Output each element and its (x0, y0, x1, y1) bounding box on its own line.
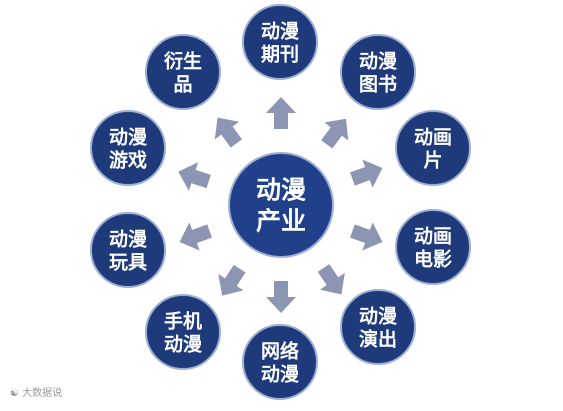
node-label-line: 动漫 (109, 126, 148, 148)
center-label-line: 产业 (256, 207, 306, 236)
arrow-toys (179, 222, 212, 251)
node-label-line: 游戏 (109, 148, 147, 171)
arrow-performance (317, 264, 345, 295)
node-label-line: 动漫 (261, 20, 300, 42)
node-label-line: 演出 (359, 327, 397, 350)
node-label-line: 衍生 (163, 49, 202, 72)
node-label-line: 动画 (414, 126, 452, 148)
center-label-line: 动漫 (256, 176, 306, 205)
node-label-line: 手机 (164, 309, 202, 332)
node-circle (145, 34, 221, 110)
arrow-derivatives (214, 117, 242, 148)
node-circle (145, 294, 221, 370)
node-label-line: 玩具 (109, 251, 147, 273)
arrow-games (178, 162, 211, 191)
node-label-line: 图书 (359, 73, 397, 95)
node-label-line: 动漫 (164, 333, 203, 355)
node-label-line: 动画 (414, 225, 452, 247)
arrow-periodicals (266, 97, 296, 129)
center-circle (228, 152, 334, 258)
node-label-line: 动漫 (109, 228, 148, 250)
node-label-line: 电影 (414, 247, 452, 270)
node-circle (340, 34, 416, 110)
node-label-line: 网络 (261, 339, 299, 362)
arrow-mobile (218, 264, 246, 296)
watermark-text: 大数据说 (22, 388, 63, 399)
watermark-logo-icon: ☯ (10, 388, 19, 399)
node-circle (242, 4, 318, 80)
node-circle (340, 289, 416, 365)
node-label-line: 动漫 (359, 305, 398, 327)
arrow-animated-film (350, 159, 383, 188)
watermark: ☯ 大数据说 (10, 384, 62, 399)
node-label-line: 期刊 (261, 43, 299, 65)
node-label-line: 品 (173, 73, 192, 95)
node-animated-film: 动画片 (395, 110, 471, 186)
node-derivatives: 衍生品 (145, 34, 221, 110)
node-circle (395, 209, 471, 285)
node-label-line: 片 (423, 148, 442, 171)
arrow-animated-movie (350, 222, 383, 251)
arrow-online (266, 281, 296, 313)
node-label-line: 动漫 (359, 50, 398, 72)
node-circle (90, 110, 166, 186)
node-circle (90, 212, 166, 288)
arrow-books (321, 118, 349, 149)
node-circle (242, 324, 318, 400)
node-circle (395, 110, 471, 186)
node-label-line: 动漫 (261, 363, 300, 385)
